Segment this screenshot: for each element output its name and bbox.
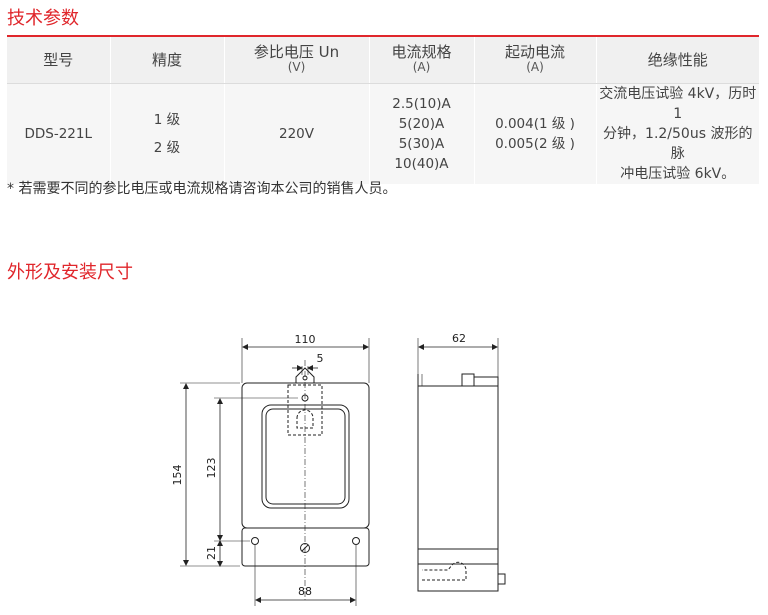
dimension-drawing: 110 5 154 123 21 88 62 [171, 332, 506, 606]
side-body-outline [417, 385, 499, 565]
header-voltage: 参比电压 Un(V) [223, 37, 369, 84]
side-hidden-terminal [422, 561, 467, 581]
cell-accuracy: 1 级 2 级 [109, 83, 224, 184]
mount-hole-left [251, 537, 259, 545]
title-divider [7, 35, 759, 37]
header-start-current: 起动电流(A) [473, 37, 596, 84]
meter-window-inner [265, 408, 346, 505]
section-title-dimensions: 外形及安装尺寸 [7, 262, 133, 283]
side-view [417, 338, 506, 592]
header-current: 电流规格(A) [368, 37, 474, 84]
side-top-step [473, 376, 499, 387]
front-view [180, 338, 370, 606]
table-row: DDS-221L 1 级 2 级 220V 2.5(10)A 5(20)A 5(… [7, 83, 759, 184]
spec-table: 型号 精度 参比电压 Un(V) 电流规格(A) 起动电流(A) 绝缘性能 DD… [7, 37, 759, 184]
cell-start-current: 0.004(1 级 ) 0.005(2 级 ) [473, 83, 596, 184]
header-insulation: 绝缘性能 [595, 37, 759, 84]
dim-62-label: 62 [452, 332, 466, 345]
side-terminal-cover [417, 548, 499, 592]
header-accuracy: 精度 [109, 37, 224, 84]
dim-154-label: 154 [171, 465, 184, 486]
side-hanger-block [461, 373, 475, 387]
dim-88-label: 88 [298, 585, 312, 598]
note-text: * 若需要不同的参比电压或电流规格请咨询本公司的销售人员。 [7, 181, 397, 197]
terminal-cover [241, 527, 370, 567]
cell-model: DDS-221L [7, 83, 110, 184]
mount-hole-right [352, 537, 360, 545]
dim-5-label: 5 [317, 352, 324, 365]
table-header-row: 型号 精度 参比电压 Un(V) 电流规格(A) 起动电流(A) 绝缘性能 [7, 37, 759, 84]
cell-insulation: 交流电压试验 4kV，历时 1 分钟，1.2/50us 波形的脉 冲电压试验 6… [595, 83, 759, 184]
side-screw [497, 573, 506, 585]
cell-voltage: 220V [223, 83, 369, 184]
header-model: 型号 [7, 37, 110, 84]
section-title-specs: 技术参数 [7, 8, 79, 29]
cell-current: 2.5(10)A 5(20)A 5(30)A 10(40)A [368, 83, 474, 184]
meter-window-outer [261, 404, 350, 509]
dim-21-label: 21 [205, 546, 218, 560]
hidden-slot [296, 409, 314, 429]
dim-123-label: 123 [205, 458, 218, 479]
dim-110-label: 110 [295, 333, 316, 346]
